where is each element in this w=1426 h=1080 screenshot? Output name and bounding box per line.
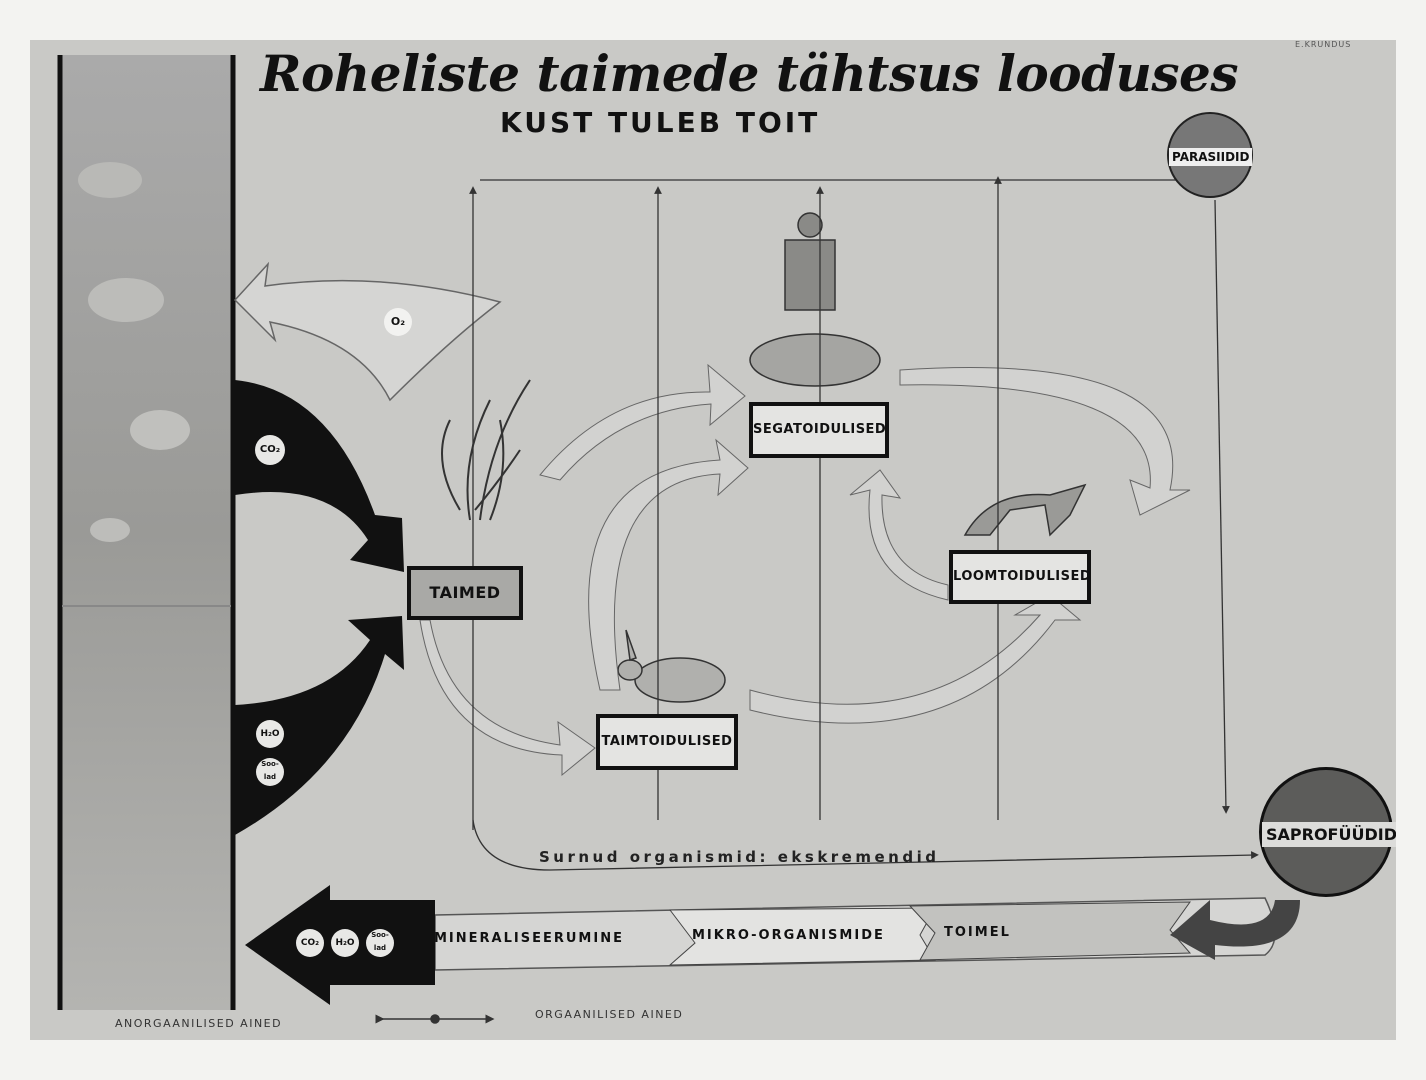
saprophyte-dark-arrow <box>1170 900 1300 960</box>
poster-title: Roheliste taimede tähtsus looduses <box>260 44 1239 103</box>
plant-illustration <box>441 379 531 521</box>
mineralization-segment-3 <box>908 901 1192 961</box>
mineralization-label-2: MIKRO-ORGANISMIDE <box>692 928 885 943</box>
parasites-label: PARASIIDID <box>1169 148 1253 166</box>
herbivores-to-carnivores-arrow <box>749 594 1082 724</box>
rabbit-illustration <box>617 629 726 703</box>
co2-return-label: CO₂ <box>296 929 324 957</box>
mineralization-label-3: TOIMEL <box>944 925 1011 940</box>
water-label: H₂O <box>256 720 284 748</box>
inorganic-label: ANORGAANILISED AINED <box>115 1017 283 1030</box>
plants-to-omnivores-arrow <box>539 363 746 481</box>
footer-double-arrow <box>375 1014 495 1024</box>
node-omnivores: SEGATOIDULISED <box>749 402 889 458</box>
mineralization-label-1: MINERALISEERUMINE <box>434 931 624 946</box>
author-mark: E.KRUNDUS <box>1295 40 1352 49</box>
cloud-1 <box>78 162 142 198</box>
node-herbivores: TAIMTOIDULISED <box>596 714 738 770</box>
node-saprophytes: SAPROFÜÜDID <box>1259 767 1396 897</box>
co2-arrow <box>235 380 404 572</box>
dead-matter-label: Surnud organismid: ekskremendid <box>539 848 940 866</box>
dead-matter-lines <box>469 176 1259 871</box>
node-plants: TAIMED <box>407 566 523 620</box>
herbivores-to-omnivores-arrow <box>588 438 749 691</box>
fox-illustration <box>963 483 1087 537</box>
cloud-3 <box>130 410 190 450</box>
salts-return-label: Soo-lad <box>366 929 394 957</box>
water-return-label: H₂O <box>331 929 359 957</box>
cloud-2 <box>88 278 164 322</box>
salts-label: Soo-lad <box>256 758 284 786</box>
poster-subtitle: KUST TULEB TOIT <box>500 106 821 139</box>
oxygen-arrow <box>233 261 502 402</box>
omnivores-to-carnivores-arrow <box>899 367 1191 516</box>
cloud-4 <box>90 518 130 542</box>
poster-photo: Roheliste taimede tähtsus looduses KUST … <box>30 40 1396 1040</box>
saprophytes-label: SAPROFÜÜDID <box>1262 822 1396 847</box>
carnivores-to-omnivores-arrow <box>849 469 949 601</box>
soil-sky-strip <box>58 55 234 1010</box>
co2-label: CO₂ <box>255 435 285 465</box>
oxygen-label: O₂ <box>384 308 412 336</box>
plants-to-herbivores-arrow <box>419 619 596 777</box>
node-carnivores: LOOMTOIDULISED <box>949 550 1091 604</box>
organic-label: ORGAANILISED AINED <box>535 1008 684 1021</box>
node-parasites: PARASIIDID <box>1167 112 1253 198</box>
human-and-pig-illustration <box>749 212 881 387</box>
